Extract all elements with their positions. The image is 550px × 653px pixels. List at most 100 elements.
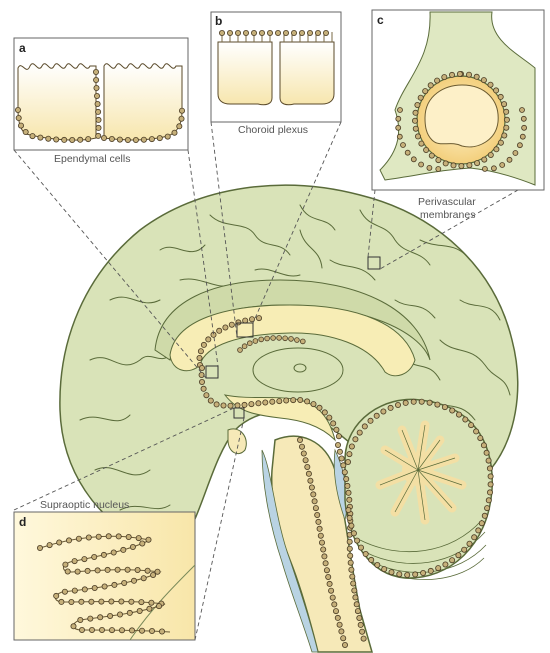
- bead: [413, 110, 418, 115]
- bead: [199, 379, 204, 384]
- bead: [451, 163, 456, 168]
- bead: [79, 599, 84, 604]
- bead: [317, 405, 322, 410]
- bead: [117, 612, 122, 617]
- bead: [201, 342, 206, 347]
- bead: [347, 539, 352, 544]
- bead: [18, 123, 23, 128]
- bead: [442, 405, 447, 410]
- bead: [348, 560, 353, 565]
- bead: [326, 574, 331, 579]
- bead: [197, 355, 202, 360]
- bead: [482, 157, 487, 162]
- bead: [348, 553, 353, 558]
- bead: [99, 627, 104, 632]
- bead: [101, 135, 106, 140]
- bead: [79, 627, 84, 632]
- bead: [243, 30, 248, 35]
- bead: [78, 137, 83, 142]
- bead: [291, 30, 296, 35]
- bead: [295, 338, 300, 343]
- bead: [141, 137, 146, 142]
- bead: [101, 552, 106, 557]
- bead: [85, 568, 90, 573]
- bead: [133, 137, 138, 142]
- bead: [395, 402, 400, 407]
- bead: [323, 561, 328, 566]
- bead: [62, 589, 67, 594]
- bead: [397, 572, 402, 577]
- bead: [121, 547, 126, 552]
- bead: [283, 336, 288, 341]
- bead: [478, 436, 483, 441]
- bead: [347, 515, 352, 520]
- bead: [116, 534, 121, 539]
- bead: [139, 628, 144, 633]
- panel-b-letter: b: [215, 14, 222, 28]
- bead: [396, 125, 401, 130]
- bead: [504, 117, 509, 122]
- bead: [96, 117, 101, 122]
- bead: [109, 628, 114, 633]
- choroid-cell-left: [218, 42, 272, 105]
- bead: [375, 562, 380, 567]
- bead: [361, 636, 366, 641]
- bead: [307, 30, 312, 35]
- bead: [249, 402, 254, 407]
- bead: [315, 30, 320, 35]
- panel-c-letter: c: [377, 13, 384, 27]
- bead: [520, 134, 525, 139]
- bead: [351, 531, 356, 536]
- bead: [30, 134, 35, 139]
- bead: [95, 101, 100, 106]
- bead: [467, 163, 472, 168]
- bead: [467, 541, 472, 546]
- bead: [47, 543, 52, 548]
- bead: [342, 642, 347, 647]
- bead: [362, 424, 367, 429]
- bead: [309, 485, 314, 490]
- bead: [351, 581, 356, 586]
- bead: [486, 458, 491, 463]
- bead: [336, 434, 341, 439]
- bead: [223, 325, 228, 330]
- panel-b: b: [211, 12, 341, 122]
- bead: [119, 599, 124, 604]
- bead: [305, 399, 310, 404]
- bead: [368, 418, 373, 423]
- bead: [165, 134, 170, 139]
- bead: [360, 629, 365, 634]
- bead: [349, 444, 354, 449]
- bead: [319, 540, 324, 545]
- bead: [411, 157, 416, 162]
- bead: [125, 137, 130, 142]
- bead: [141, 576, 146, 581]
- bead: [92, 585, 97, 590]
- bead: [94, 85, 99, 90]
- bead: [179, 116, 184, 121]
- bead: [129, 628, 134, 633]
- bead: [504, 125, 509, 130]
- bead: [443, 161, 448, 166]
- bead: [159, 629, 164, 634]
- bead: [82, 557, 87, 562]
- bead: [355, 538, 360, 543]
- bead: [488, 152, 493, 157]
- bead: [427, 400, 432, 405]
- bead: [109, 599, 114, 604]
- bead: [105, 567, 110, 572]
- bead: [411, 399, 416, 404]
- bead: [339, 456, 344, 461]
- bead: [419, 162, 424, 167]
- bead: [112, 582, 117, 587]
- bead: [305, 464, 310, 469]
- bead: [201, 386, 206, 391]
- bead: [347, 452, 352, 457]
- bead: [374, 413, 379, 418]
- bead: [382, 567, 387, 572]
- bead: [86, 137, 91, 142]
- bead: [95, 568, 100, 573]
- bead: [16, 115, 21, 120]
- bead: [214, 402, 219, 407]
